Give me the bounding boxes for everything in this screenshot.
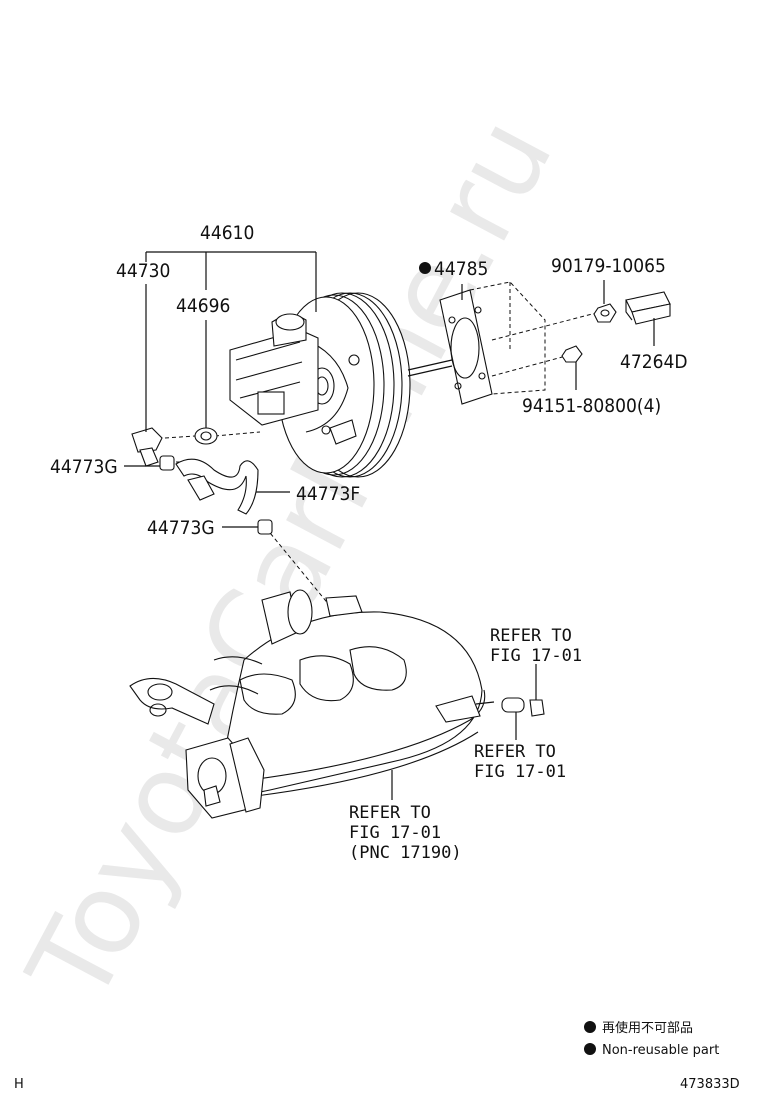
label-44730[interactable]: 44730 (116, 260, 170, 282)
legend-text-en: Non-reusable part (602, 1043, 719, 1058)
bolt-illustration (593, 303, 617, 323)
legend-text-jp: 再使用不可部品 (602, 1020, 693, 1036)
label-44696[interactable]: 44696 (176, 295, 230, 317)
leader-lines (124, 251, 655, 800)
callout-labels: 44610 44730 44696 44785 90179-10065 4726… (50, 222, 688, 539)
label-90179-10065[interactable]: 90179-10065 (551, 255, 666, 277)
label-44610[interactable]: 44610 (200, 222, 254, 244)
nut-illustration (561, 345, 583, 363)
ref-mid-line1[interactable]: REFER TO (474, 742, 556, 762)
footer-left: H (14, 1077, 24, 1092)
label-94151-80800[interactable]: 94151-80800(4) (522, 395, 661, 417)
gasket-illustration (439, 289, 493, 405)
legend-marker-jp (584, 1021, 596, 1033)
ref-top-line1[interactable]: REFER TO (490, 626, 572, 646)
vacuum-hose-illustration (159, 455, 273, 535)
label-44773f[interactable]: 44773F (296, 483, 360, 505)
ref-manifold-line1[interactable]: REFER TO (349, 803, 431, 823)
label-44773g-upper[interactable]: 44773G (50, 456, 118, 478)
legend: 再使用不可部品 Non-reusable part (584, 1020, 719, 1058)
bracket-illustration (625, 291, 671, 325)
legend-marker-en (584, 1043, 596, 1055)
non-reusable-marker (419, 262, 431, 274)
figure-code: 473833D (680, 1077, 740, 1092)
ref-top-line2[interactable]: FIG 17-01 (490, 646, 582, 666)
ref-manifold-line2[interactable]: FIG 17-01 (349, 823, 441, 843)
brake-booster-illustration (229, 292, 453, 478)
label-44785[interactable]: 44785 (434, 258, 488, 280)
check-valve-illustration (131, 427, 218, 467)
ref-manifold-line3[interactable]: (PNC 17190) (349, 843, 462, 863)
label-47264d[interactable]: 47264D (620, 351, 688, 373)
ref-mid-line2[interactable]: FIG 17-01 (474, 762, 566, 782)
watermark: ToyotaCarMine.ru (4, 98, 579, 1024)
label-44773g-lower[interactable]: 44773G (147, 517, 215, 539)
reference-labels: REFER TO FIG 17-01 REFER TO FIG 17-01 RE… (349, 626, 582, 863)
intake-manifold-illustration (129, 589, 545, 819)
